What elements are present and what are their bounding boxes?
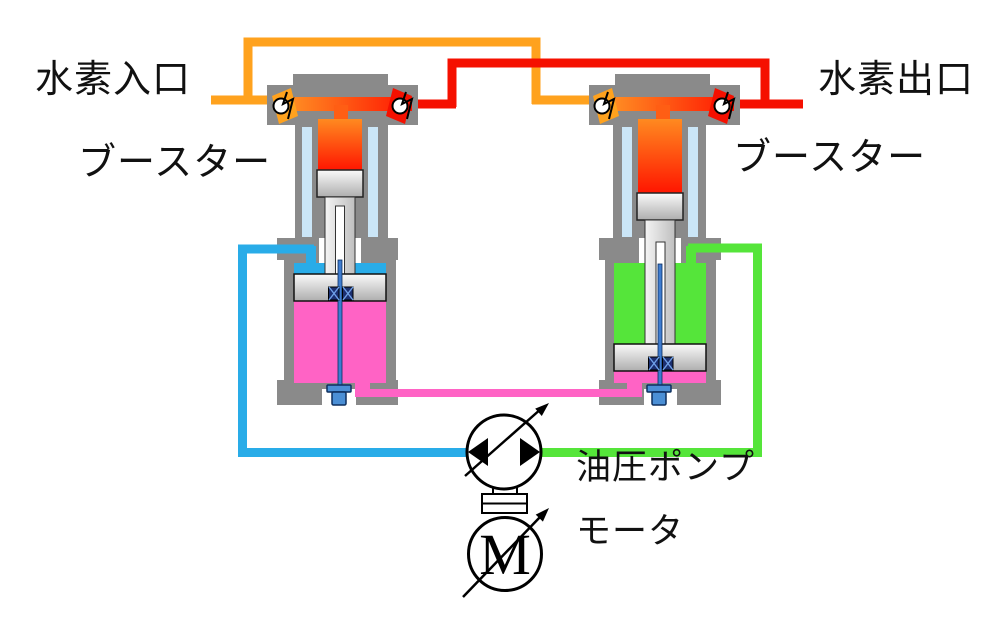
pump-variable-arrow-shaft: [464, 407, 543, 477]
hydraulic-pump-symbol: [464, 403, 549, 491]
outlet-pipe-crossover: [447, 58, 770, 107]
right-outlet-check-valve: [708, 88, 736, 124]
left-bottom-fitting: [326, 384, 352, 406]
check-valve-spring: [281, 91, 295, 120]
green-line: [542, 243, 762, 457]
left-outlet-check-valve: [386, 88, 414, 124]
left-inlet-check-valve: [272, 88, 298, 124]
fitting-stem: [331, 391, 347, 406]
right-gas-piston: [636, 192, 684, 221]
right-tail-rod: [657, 263, 663, 393]
booster-left-label: ブースター: [78, 142, 272, 184]
green-flange-channel: [686, 246, 696, 264]
left-gas-piston: [316, 169, 364, 198]
left-rod-seals: [328, 286, 354, 301]
check-valve-spring: [602, 91, 616, 120]
pump-variable-arrow-head: [535, 403, 549, 416]
right-gas-column: [638, 119, 682, 194]
check-valve-ball: [391, 97, 409, 115]
blue-line: [238, 244, 466, 457]
hydrogen-inlet-pipe: [211, 37, 600, 105]
check-valve-ball: [713, 97, 731, 115]
hydrogen-outlet-label: 水素出口: [818, 59, 975, 101]
motor-symbol: M: [462, 508, 549, 598]
blue-flange-channel: [306, 246, 316, 264]
left-head-cap: [293, 74, 388, 86]
inlet-pipe-crossover: [243, 37, 541, 104]
oil-line-blue: [238, 244, 466, 457]
left-booster: [267, 74, 418, 405]
check-valve-spring: [722, 91, 736, 120]
hydraulic-pump-label: 油圧ポンプ: [576, 448, 755, 487]
pump-circle: [465, 413, 543, 491]
seal-cross: [328, 286, 354, 301]
left-slot-b: [368, 127, 378, 237]
pink-channel-right: [627, 374, 642, 392]
right-inlet-check-valve: [593, 88, 619, 124]
left-cooling-slots: [302, 127, 378, 237]
left-tail-rod: [337, 259, 343, 393]
check-valve-ball: [272, 97, 290, 115]
fitting-bar: [326, 384, 352, 393]
booster-right-label: ブースター: [733, 137, 927, 179]
right-gas-passage: [596, 97, 734, 111]
right-booster: [589, 74, 740, 405]
left-gas-stem: [334, 105, 348, 122]
pump-triangle-right: [520, 438, 540, 466]
right-head-cap: [615, 74, 710, 86]
left-gas-column: [318, 119, 362, 171]
right-gas-stem: [656, 105, 670, 122]
oil-line-pink: [355, 374, 642, 397]
hydrogen-inlet-label: 水素入口: [35, 59, 192, 101]
right-rod-seals: [648, 356, 674, 371]
motor-label: モータ: [576, 512, 685, 551]
fitting-stem: [651, 391, 667, 406]
right-bottom-fitting: [646, 384, 672, 406]
seal-cross: [648, 356, 674, 371]
pink-line: [355, 389, 642, 397]
pink-channel-left: [355, 374, 370, 392]
oil-line-green: [542, 243, 762, 457]
motor-variable-arrow-shaft: [462, 515, 542, 598]
check-valve-spring: [400, 91, 414, 120]
fitting-bar: [646, 384, 672, 393]
right-cooling-slots: [622, 127, 698, 237]
motor-variable-arrow-head: [535, 508, 549, 522]
left-gas-passage: [274, 97, 412, 111]
right-slot-b: [688, 127, 698, 237]
check-valve-ball: [593, 97, 611, 115]
left-slot-a: [302, 127, 312, 237]
right-slot-a: [622, 127, 632, 237]
